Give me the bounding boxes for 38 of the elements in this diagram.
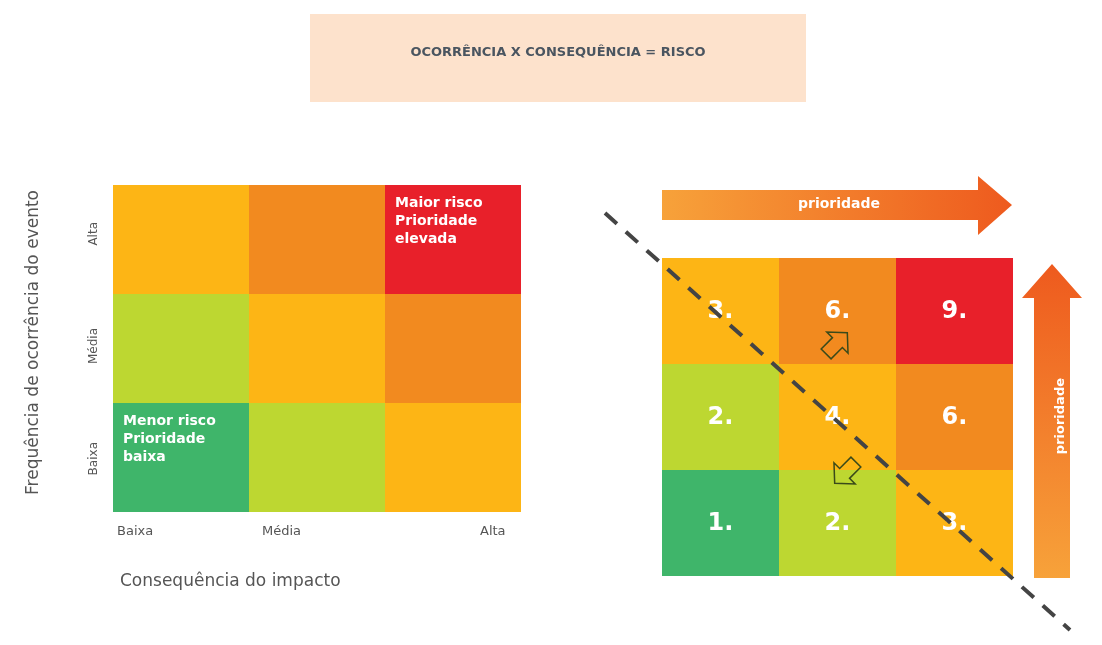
risk-score: 2. — [824, 507, 851, 539]
risk-cell — [896, 258, 1013, 364]
risk-cell — [113, 403, 249, 512]
risk-cell — [779, 470, 896, 576]
risk-cell — [662, 258, 779, 364]
risk-cell — [113, 294, 249, 403]
risk-cell — [385, 403, 521, 512]
risk-cell — [385, 294, 521, 403]
risk-cell — [662, 364, 779, 470]
axis-tick-label: Alta — [86, 222, 100, 246]
axis-tick-label: Média — [86, 328, 100, 365]
risk-cell — [662, 470, 779, 576]
arrow-label: prioridade — [1052, 378, 1067, 455]
axis-title: Consequência do impacto — [120, 570, 341, 590]
risk-cell — [896, 364, 1013, 470]
risk-cell — [249, 403, 385, 512]
cell-note: Maior risco Prioridade elevada — [395, 193, 484, 248]
cell-note: Menor risco Prioridade baixa — [123, 411, 217, 466]
axis-title: Frequência de ocorrência do evento — [22, 190, 42, 495]
axis-tick-label: Alta — [480, 523, 506, 538]
risk-score: 1. — [707, 507, 734, 539]
axis-tick-label: Baixa — [117, 523, 154, 538]
risk-score: 9. — [941, 295, 968, 327]
axis-tick-label: Baixa — [86, 442, 100, 476]
arrow-label: prioridade — [798, 195, 881, 211]
risk-score: 2. — [707, 401, 734, 433]
risk-cell — [385, 185, 521, 294]
formula-text: OCORRÊNCIA X CONSEQUÊNCIA = RISCO — [410, 43, 706, 61]
risk-cell — [249, 294, 385, 403]
axis-tick-label: Média — [262, 523, 302, 538]
risk-cell — [779, 258, 896, 364]
risk-cell — [113, 185, 249, 294]
risk-cell — [779, 364, 896, 470]
risk-cell — [249, 185, 385, 294]
risk-cell — [896, 470, 1013, 576]
risk-score: 6. — [941, 401, 968, 433]
risk-score: 6. — [824, 295, 851, 327]
formula-banner — [310, 14, 806, 102]
